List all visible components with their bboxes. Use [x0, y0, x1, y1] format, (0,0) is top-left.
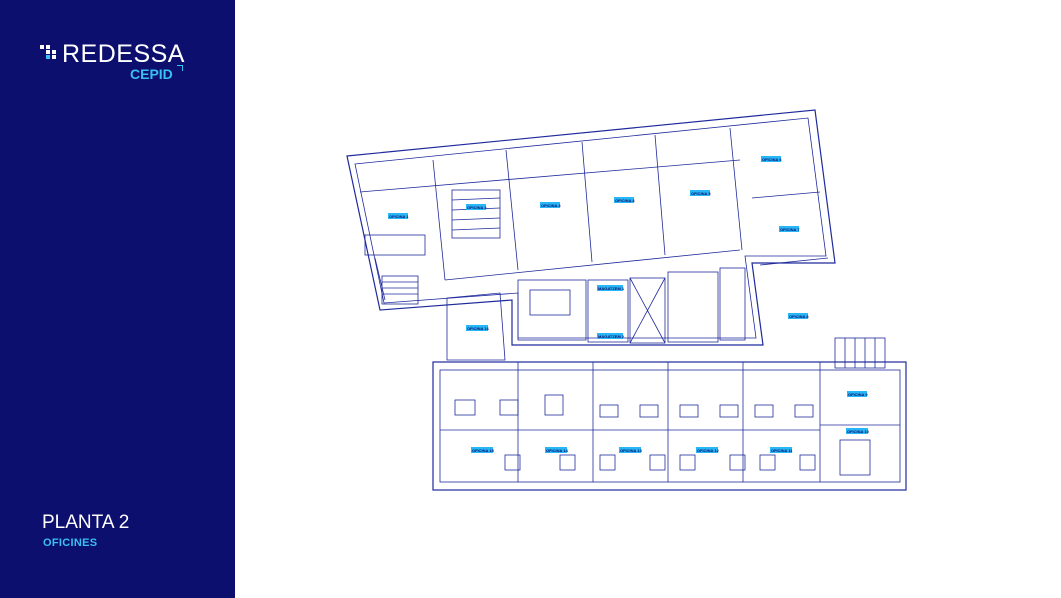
svg-text:OFICINA 12: OFICINA 12	[697, 448, 720, 453]
svg-text:OFICINA 16: OFICINA 16	[467, 326, 490, 331]
brand-mark-icon	[40, 45, 56, 59]
room-label-magatzem-1: MAGATZEM 1	[597, 285, 625, 291]
room-label-oficina-7: OFICINA 7	[779, 226, 800, 232]
svg-text:OFICINA 14: OFICINA 14	[546, 448, 569, 453]
brand-name: REDESSA	[62, 40, 185, 68]
room-label-oficina-8: OFICINA 8	[788, 313, 809, 319]
floor-subtitle: OFICINES	[43, 537, 98, 549]
upper-wing-outline	[346, 109, 836, 346]
svg-text:MAGATZEM 2: MAGATZEM 2	[598, 334, 625, 339]
brand-corner-mark	[177, 65, 183, 71]
room-label-oficina-16: OFICINA 16	[466, 325, 490, 331]
room-label-oficina-12: OFICINA 12	[696, 447, 720, 453]
upper-wing-inner	[354, 117, 827, 339]
svg-text:OFICINA 4: OFICINA 4	[615, 198, 635, 203]
desk-clusters	[454, 394, 871, 476]
svg-text:OFICINA 8: OFICINA 8	[789, 314, 809, 319]
svg-text:OFICINA 3: OFICINA 3	[541, 203, 561, 208]
svg-text:OFICINA 9: OFICINA 9	[848, 392, 868, 397]
central-lobby	[517, 279, 587, 341]
room-label-magatzem-2: MAGATZEM 2	[597, 333, 625, 339]
room-label-oficina-6: OFICINA 6	[761, 156, 782, 162]
svg-text:OFICINA 2: OFICINA 2	[467, 205, 487, 210]
svg-text:OFICINA 11: OFICINA 11	[771, 448, 793, 453]
room-label-oficina-13: OFICINA 13	[619, 447, 643, 453]
room-label-oficina-2: OFICINA 2	[466, 204, 487, 210]
svg-text:OFICINA 13: OFICINA 13	[620, 448, 643, 453]
svg-text:OFICINA 1: OFICINA 1	[389, 214, 409, 219]
room-label-oficina-3: OFICINA 3	[540, 202, 561, 208]
brand-sub: CEPID	[130, 66, 173, 82]
svg-text:OFICINA 10: OFICINA 10	[847, 429, 870, 434]
room-label-oficina-10: OFICINA 10	[846, 428, 870, 434]
floor-title: PLANTA 2	[42, 512, 130, 533]
svg-text:OFICINA 5: OFICINA 5	[691, 191, 711, 196]
svg-text:OFICINA 15: OFICINA 15	[472, 448, 495, 453]
lower-wing-outline	[432, 361, 907, 491]
svg-text:OFICINA 6: OFICINA 6	[762, 157, 782, 162]
room-label-oficina-9: OFICINA 9	[847, 391, 868, 397]
sidebar-panel: REDESSA CEPID PLANTA 2 OFICINES	[0, 0, 235, 598]
svg-text:OFICINA 7: OFICINA 7	[780, 227, 800, 232]
room-label-oficina-4: OFICINA 4	[614, 197, 635, 203]
seminar-seats	[451, 189, 501, 239]
room-label-oficina-14: OFICINA 14	[545, 447, 569, 453]
room-label-oficina-5: OFICINA 5	[690, 190, 711, 196]
svg-text:MAGATZEM 1: MAGATZEM 1	[598, 286, 625, 291]
room-labels: OFICINA 1 OFICINA 2 OFICINA 3 OFICINA 4 …	[388, 156, 870, 453]
room-label-oficina-1: OFICINA 1	[388, 213, 409, 219]
room-label-oficina-11: OFICINA 11	[770, 447, 793, 453]
room-label-oficina-15: OFICINA 15	[471, 447, 495, 453]
